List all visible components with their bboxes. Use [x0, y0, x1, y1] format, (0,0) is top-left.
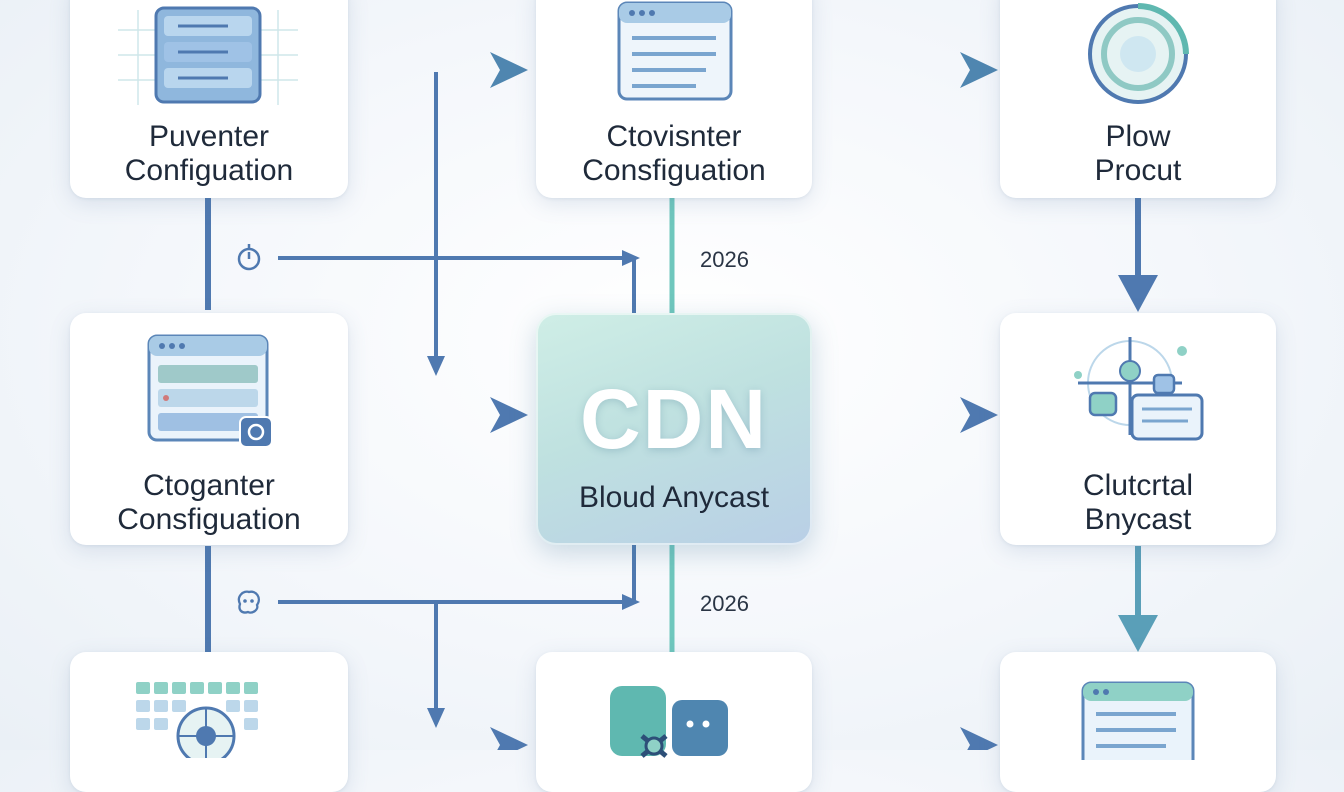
puzzle-icon: [610, 686, 728, 758]
connector-lines: [205, 52, 1158, 750]
clock-icon: [237, 244, 261, 271]
arrow-top-mid-to-right: [812, 52, 998, 88]
arrow-top-left-to-mid: [348, 52, 528, 88]
node-mid-right-line2: Bnycast: [1084, 503, 1192, 536]
node-bottom-left[interactable]: [70, 652, 348, 792]
node-mid-left[interactable]: Ctoganter Consfiguation: [70, 313, 348, 545]
node-mid-left-line1: Ctoganter: [143, 469, 275, 502]
node-top-right[interactable]: Plow Procut: [1000, 0, 1276, 198]
node-top-mid-line1: Ctovisnter: [606, 120, 742, 153]
gauge-icon: [1088, 3, 1189, 104]
node-mid-left-line2: Consfiguation: [117, 503, 301, 536]
node-top-left-line1: Puventer: [148, 120, 270, 153]
brain-bulb-icon: [237, 590, 260, 614]
node-top-right-line2: Procut: [1094, 154, 1182, 187]
server-window-icon: [147, 334, 273, 448]
cdn-title: CDN: [580, 372, 768, 466]
browser-window-icon: [617, 1, 733, 101]
cdn-subtitle: Bloud Anycast: [578, 481, 770, 514]
node-top-left[interactable]: Puventer Configuation: [70, 0, 348, 198]
node-bottom-mid[interactable]: [536, 652, 812, 792]
grid-globe-icon: [136, 682, 258, 758]
node-top-right-line1: Plow: [1105, 120, 1171, 153]
node-center-cdn[interactable]: CDN Bloud Anycast: [536, 313, 812, 545]
arrow-right-down-lower: [1118, 546, 1158, 652]
feed-line-upper: [278, 250, 640, 313]
document-window-icon: [1081, 681, 1195, 760]
feed-line-lower: [278, 545, 640, 610]
node-mid-right-line1: Clutcrtal: [1082, 469, 1194, 502]
year-label-upper: 2026: [700, 247, 749, 272]
node-bottom-right[interactable]: [1000, 652, 1276, 792]
node-top-mid[interactable]: Ctovisnter Consfiguation: [536, 0, 812, 198]
arrow-branch-down-upper: [427, 72, 445, 376]
node-mid-right[interactable]: Clutcrtal Bnycast: [1000, 313, 1276, 545]
node-top-mid-line2: Consfiguation: [582, 154, 766, 187]
arrow-right-down-upper: [1118, 198, 1158, 312]
server-rack-icon: [118, 6, 298, 105]
year-label-lower: 2026: [700, 591, 749, 616]
network-node-icon: [1074, 337, 1204, 441]
node-top-left-line2: Configuation: [124, 154, 294, 187]
arrow-mid-left-to-center: [348, 397, 528, 433]
arrow-branch-down-lower: [427, 600, 445, 728]
arrow-bottom-left-to-mid: [348, 727, 528, 750]
arrow-bottom-mid-to-right: [812, 727, 998, 750]
arrow-center-to-mid-right: [812, 397, 998, 433]
